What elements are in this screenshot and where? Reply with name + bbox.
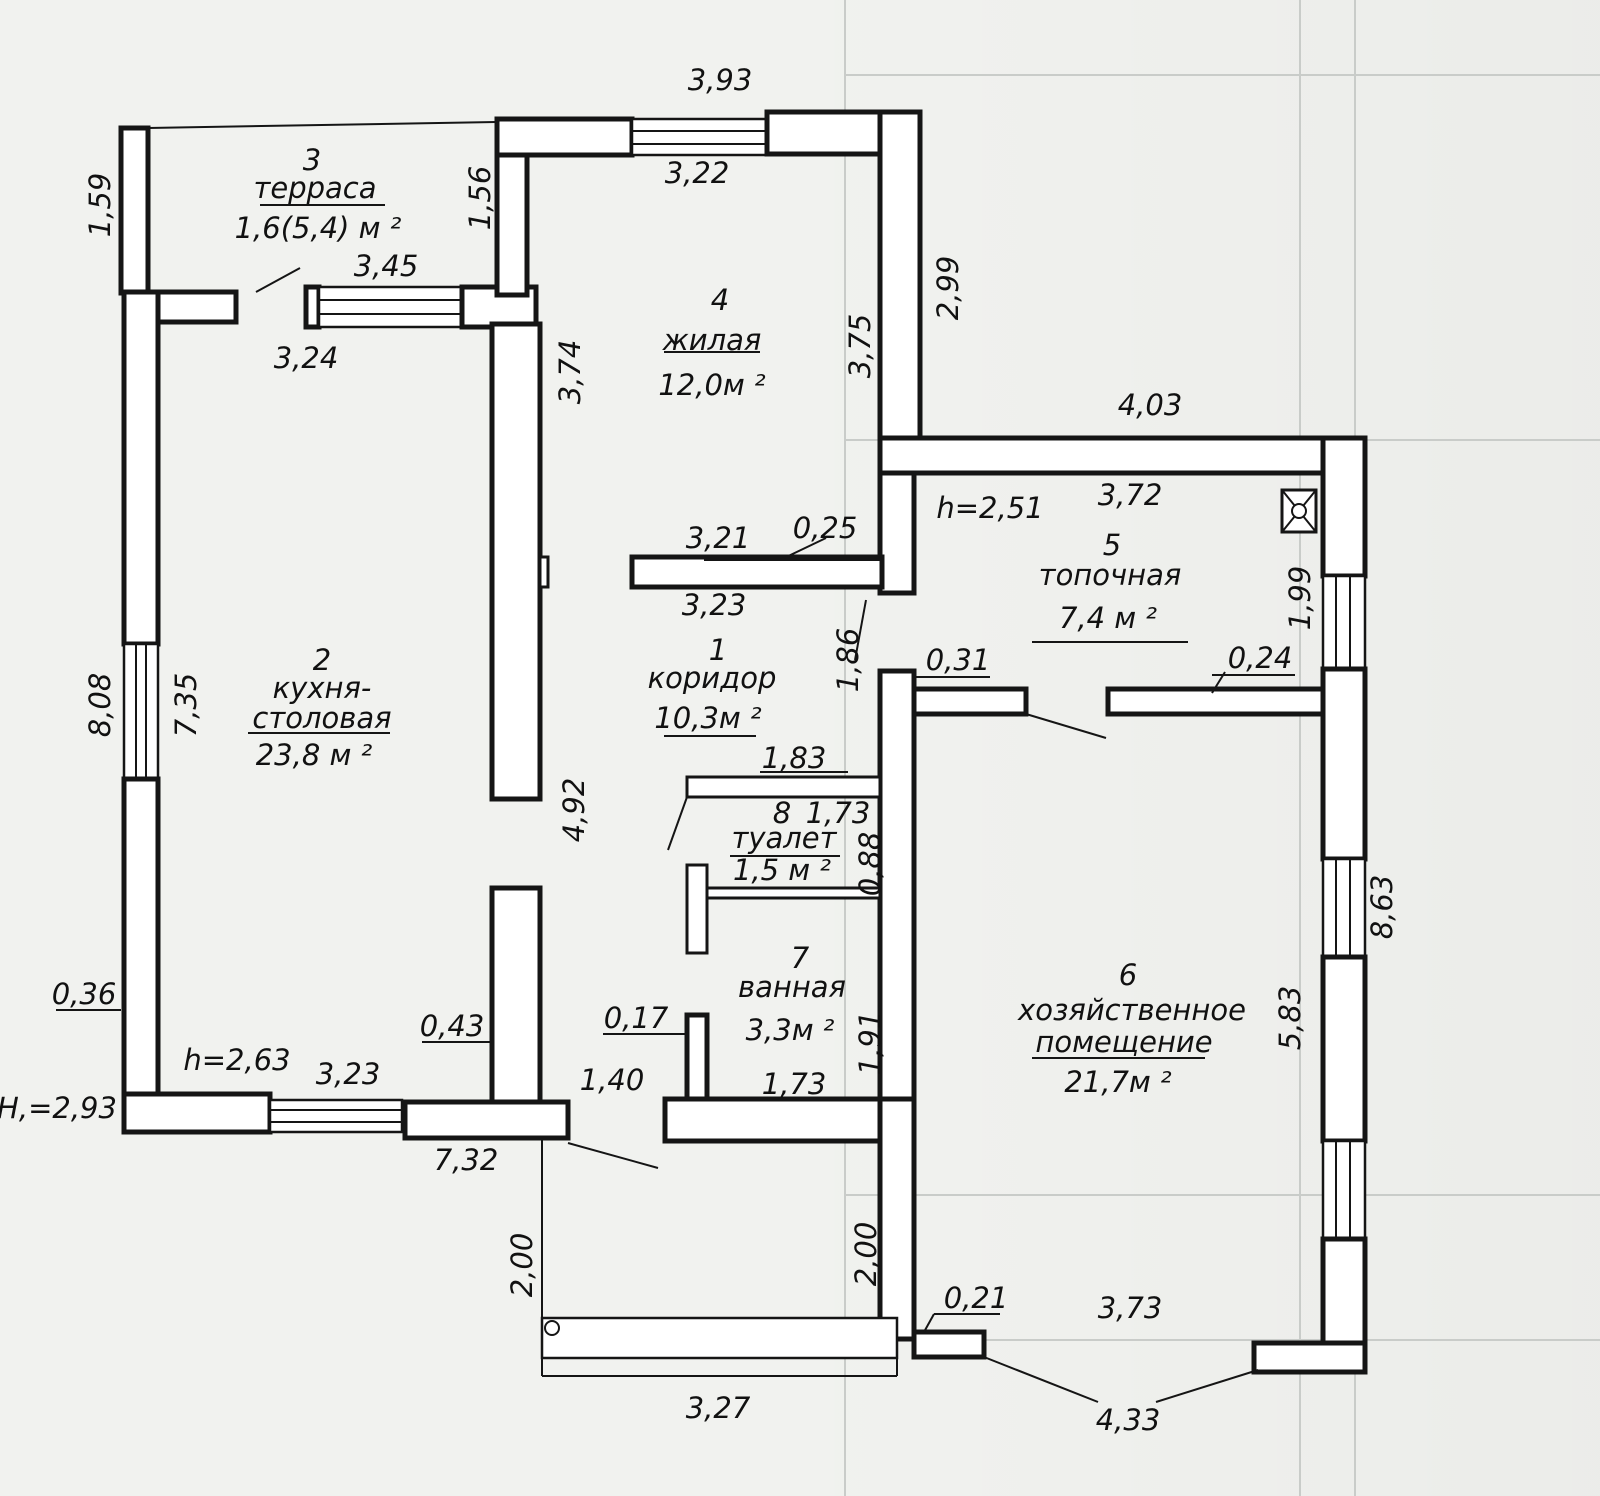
room-bath-area: 3,3м ² (746, 1013, 835, 1047)
room-boiler-num: 5 (1103, 528, 1121, 562)
dim-373: 3,73 (1098, 1291, 1163, 1325)
dim-327: 3,27 (686, 1391, 751, 1425)
room-utility-name2: помещение (1035, 1025, 1212, 1059)
room-terrace-num: 3 (303, 143, 321, 177)
dim-321: 3,21 (686, 521, 751, 555)
dim-323b: 3,23 (316, 1057, 381, 1091)
dim-159: 1,59 (83, 173, 117, 238)
room-kitchen-name2: столовая (252, 701, 391, 735)
room-corridor-name: коридор (648, 661, 777, 695)
dim-372: 3,72 (1098, 478, 1163, 512)
dim-024: 0,24 (1228, 641, 1293, 675)
dim-863: 8,63 (1365, 875, 1399, 940)
inner-partitions (489, 321, 1326, 1342)
dimension-labels-horizontal: 3,93 3,22 4,03 3,72 h=2,51 0,24 0,31 3,2… (0, 63, 1292, 1437)
dim-021: 0,21 (944, 1281, 1009, 1315)
room-toilet-num: 8 (773, 796, 791, 830)
dim-200b: 2,00 (849, 1222, 883, 1287)
dim-374: 3,74 (553, 340, 587, 405)
dim-025: 0,25 (793, 511, 858, 545)
dim-732: 7,32 (434, 1143, 499, 1177)
room-terrace-area: 1,6(5,4) м ² (235, 211, 402, 245)
dim-492: 4,92 (557, 778, 591, 843)
dim-186: 1,86 (831, 628, 865, 693)
dim-140: 1,40 (580, 1063, 645, 1097)
room-kitchen-area: 23,8 м ² (256, 738, 373, 772)
room-toilet-name: туалет (731, 821, 837, 855)
leader-lines (56, 204, 1295, 1333)
room-bath-name: ванная (738, 970, 846, 1004)
room-labels: 3 терраса 1,6(5,4) м ² 4 жилая 12,0м ² 1… (235, 143, 1246, 1099)
dim-433: 4,33 (1096, 1403, 1161, 1437)
background-grid (844, 0, 1600, 1496)
room-kitchen-name1: кухня- (273, 671, 372, 705)
room-toilet-area: 1,5 м ² (733, 853, 831, 887)
porch (540, 1138, 1259, 1403)
east-wall (911, 574, 1368, 1375)
dim-324: 3,24 (274, 341, 339, 375)
dim-043: 0,43 (420, 1009, 485, 1043)
room-utility-name1: хозяйственное (1017, 993, 1246, 1027)
dim-191: 1,91 (853, 1011, 887, 1076)
room-terrace-name: терраса (253, 171, 376, 205)
room-bath-num: 7 (791, 941, 810, 975)
room-corridor-num: 1 (709, 633, 727, 667)
dim-200a: 2,00 (505, 1233, 539, 1298)
dim-017: 0,17 (604, 1001, 669, 1035)
room-boiler-name: топочная (1039, 558, 1182, 592)
dim-h263: h=2,63 (183, 1043, 290, 1077)
dim-322: 3,22 (665, 156, 730, 190)
dim-173a: 1,73 (806, 796, 871, 830)
dim-345: 3,45 (354, 249, 419, 283)
dim-088: 0,88 (853, 832, 887, 897)
room-corridor-area: 10,3м ² (654, 701, 762, 735)
dimension-labels-vertical: 1,59 1,56 2,99 3,75 3,74 1,99 1,86 8,08 … (83, 166, 1399, 1298)
dim-036: 0,36 (52, 977, 117, 1011)
room-kitchen-num: 2 (313, 643, 331, 677)
dim-735: 7,35 (169, 673, 203, 738)
dim-183: 1,83 (762, 741, 827, 775)
dim-299: 2,99 (931, 256, 965, 321)
terrace-edge (147, 121, 497, 129)
room-living-num: 4 (711, 283, 729, 317)
room-utility-num: 6 (1119, 958, 1137, 992)
boiler-icon (1280, 488, 1318, 534)
dim-h251: h=2,51 (936, 491, 1043, 525)
dim-156: 1,56 (463, 166, 497, 231)
dim-375: 3,75 (843, 314, 877, 379)
dim-323a: 3,23 (682, 588, 747, 622)
dim-583: 5,83 (1273, 986, 1307, 1051)
dim-173b: 1,73 (762, 1067, 827, 1101)
dim-031: 0,31 (926, 643, 991, 677)
room-living-name: жилая (662, 323, 762, 357)
dim-h293: H,=2,93 (0, 1091, 117, 1125)
dim-403: 4,03 (1118, 388, 1183, 422)
room-utility-area: 21,7м ² (1064, 1065, 1172, 1099)
west-wall (118, 125, 239, 1134)
room-living-area: 12,0м ² (658, 368, 766, 402)
dim-199: 1,99 (1283, 566, 1317, 631)
north-wall-living (494, 109, 1368, 579)
dim-808: 8,08 (83, 673, 117, 738)
room-boiler-area: 7,4 м ² (1059, 601, 1157, 635)
dim-393: 3,93 (688, 63, 753, 97)
south-wall-kitchen (121, 1091, 571, 1141)
